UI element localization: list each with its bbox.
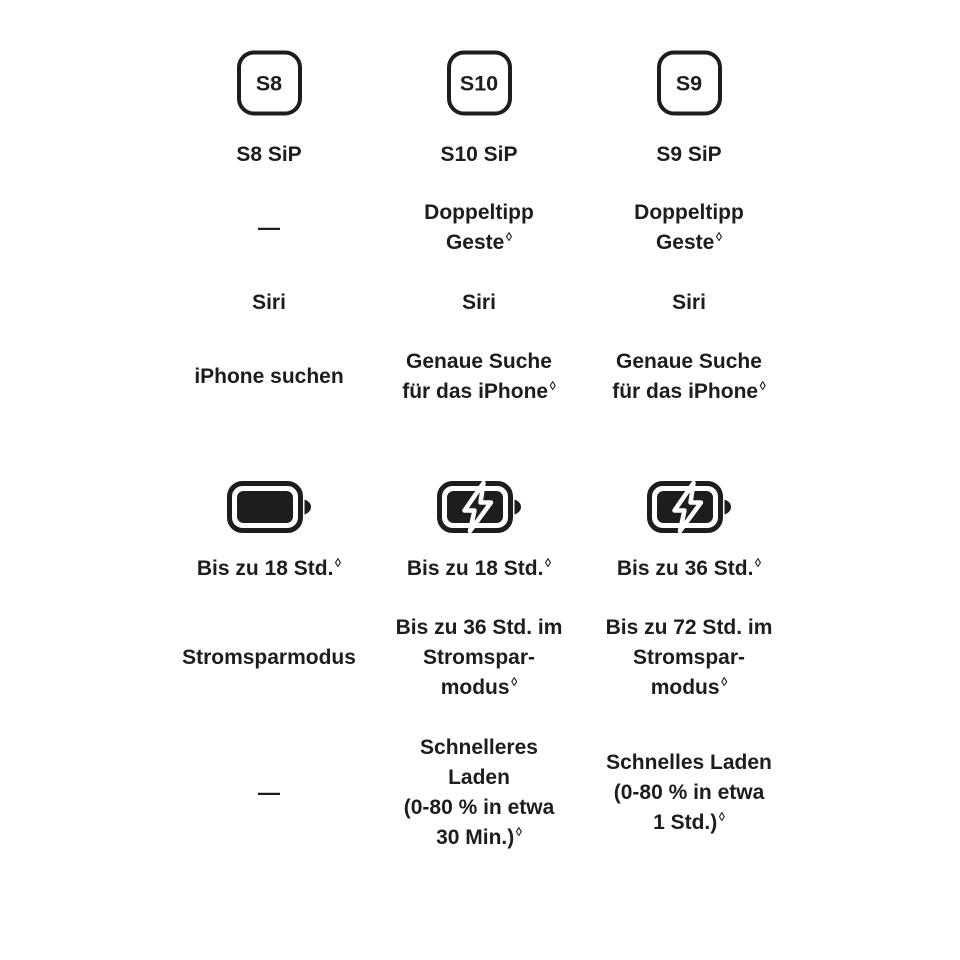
feature-line: Schnelles Laden — [606, 751, 772, 774]
chip-name-label: S8 SiP — [236, 143, 302, 166]
s8-chip-icon: S8 — [236, 50, 302, 116]
fast-charge-row: — Schnelleres Laden (0-80 % in etwa 30 M… — [164, 733, 794, 853]
cell-s8-siri: Siri — [164, 288, 374, 318]
cell-s9-finding: Genaue Suche für das iPhone◊ — [584, 347, 794, 407]
battery-full-icon — [227, 481, 311, 533]
battery-charging-icon — [437, 481, 521, 533]
cell-s8-chip-name: S8 SiP — [164, 140, 374, 170]
cell-s10-double-tap: Doppeltipp Geste◊ — [374, 198, 584, 258]
cell-s8-finding: iPhone suchen — [164, 347, 374, 407]
feature-line: 1 Std.)◊ — [653, 810, 725, 834]
footnote-diamond-link[interactable]: ◊ — [754, 556, 762, 570]
feature-line: Genaue Suche — [406, 350, 552, 373]
footnote-diamond-link[interactable]: ◊ — [544, 556, 552, 570]
feature-line: Bis zu 18 Std.◊ — [406, 556, 552, 580]
cell-s10-finding: Genaue Suche für das iPhone◊ — [374, 347, 584, 407]
cell-s10-fast-charge: Schnelleres Laden (0-80 % in etwa 30 Min… — [374, 733, 584, 853]
battery-icon-row — [164, 481, 794, 533]
chip-icon-row: S8 S10 S9 — [164, 50, 794, 116]
feature-line: Bis zu 18 Std.◊ — [196, 556, 342, 580]
cell-s9-chip-name: S9 SiP — [584, 140, 794, 170]
feature-line: Stromsparmodus — [182, 646, 356, 669]
cell-s9-battery-icon — [584, 481, 794, 533]
cell-s8-battery-life: Bis zu 18 Std.◊ — [164, 554, 374, 584]
cell-s9-chip-icon: S9 — [584, 50, 794, 116]
feature-line: iPhone suchen — [194, 365, 344, 388]
feature-line: für das iPhone◊ — [612, 379, 766, 403]
feature-line: Doppeltipp — [424, 201, 534, 224]
cell-s9-fast-charge: Schnelles Laden (0-80 % in etwa 1 Std.)◊ — [584, 733, 794, 853]
battery-life-row: Bis zu 18 Std.◊ Bis zu 18 Std.◊ Bis zu 3… — [164, 554, 794, 584]
feature-line: (0-80 % in etwa — [403, 796, 555, 819]
cell-s8-double-tap: — — [164, 198, 374, 258]
footnote-diamond-link[interactable]: ◊ — [721, 675, 728, 689]
cell-s9-siri: Siri — [584, 288, 794, 318]
cell-s10-battery-icon — [374, 481, 584, 533]
feature-line: Siri — [672, 291, 706, 314]
footnote-diamond-link[interactable]: ◊ — [511, 675, 518, 689]
cell-s10-battery-life: Bis zu 18 Std.◊ — [374, 554, 584, 584]
s9-chip-badge-label: S9 — [675, 71, 703, 95]
feature-line: Doppeltipp — [634, 201, 744, 224]
cell-s8-low-power: Stromsparmodus — [164, 613, 374, 703]
cell-s8-chip-icon: S8 — [164, 50, 374, 116]
feature-line: 30 Min.)◊ — [436, 825, 522, 849]
cell-s9-battery-life: Bis zu 36 Std.◊ — [584, 554, 794, 584]
footnote-diamond-link[interactable]: ◊ — [334, 556, 342, 570]
feature-line: Geste◊ — [655, 230, 723, 254]
cell-s8-battery-icon — [164, 481, 374, 533]
chip-name-row: S8 SiP S10 SiP S9 SiP — [164, 140, 794, 170]
cell-s10-chip-icon: S10 — [374, 50, 584, 116]
cell-s9-low-power: Bis zu 72 Std. im Stromspar- modus◊ — [584, 613, 794, 703]
chip-name-label: S10 SiP — [440, 143, 518, 166]
footnote-diamond-link[interactable]: ◊ — [759, 379, 766, 393]
feature-line: Genaue Suche — [616, 350, 762, 373]
footnote-diamond-link[interactable]: ◊ — [515, 825, 522, 839]
battery-charging-icon — [647, 481, 731, 533]
s8-chip-badge-label: S8 — [255, 71, 283, 95]
footnote-diamond-link[interactable]: ◊ — [549, 379, 556, 393]
cell-s9-double-tap: Doppeltipp Geste◊ — [584, 198, 794, 258]
cell-s10-chip-name: S10 SiP — [374, 140, 584, 170]
not-available-dash: — — [258, 215, 280, 240]
footnote-diamond-link[interactable]: ◊ — [505, 230, 513, 244]
feature-line: Schnelleres — [420, 736, 538, 759]
feature-line: Stromspar- — [422, 646, 536, 669]
feature-line: Stromspar- — [632, 646, 746, 669]
feature-line: Laden — [448, 766, 510, 789]
feature-line: für das iPhone◊ — [402, 379, 556, 403]
s10-chip-icon: S10 — [446, 50, 512, 116]
feature-line: Bis zu 72 Std. im — [605, 616, 773, 639]
feature-line: Geste◊ — [445, 230, 513, 254]
footnote-diamond-link[interactable]: ◊ — [718, 810, 725, 824]
feature-line: Bis zu 36 Std.◊ — [616, 556, 762, 580]
feature-line: (0-80 % in etwa — [613, 781, 765, 804]
cell-s10-low-power: Bis zu 36 Std. im Stromspar- modus◊ — [374, 613, 584, 703]
not-available-dash: — — [258, 780, 280, 805]
feature-line: Siri — [462, 291, 496, 314]
cell-s10-siri: Siri — [374, 288, 584, 318]
footnote-diamond-link[interactable]: ◊ — [715, 230, 723, 244]
s9-chip-icon: S9 — [656, 50, 722, 116]
cell-s8-fast-charge: — — [164, 733, 374, 853]
s10-chip-badge-label: S10 — [459, 71, 499, 95]
low-power-row: Stromsparmodus Bis zu 36 Std. im Stromsp… — [164, 613, 794, 703]
siri-row: Siri Siri Siri — [164, 288, 794, 318]
chip-name-label: S9 SiP — [656, 143, 722, 166]
feature-line: Bis zu 36 Std. im — [395, 616, 563, 639]
feature-line: modus◊ — [650, 675, 728, 699]
precision-finding-row: iPhone suchen Genaue Suche für das iPhon… — [164, 347, 794, 407]
feature-line: modus◊ — [440, 675, 518, 699]
double-tap-row: — Doppeltipp Geste◊ Doppeltipp Geste◊ — [164, 198, 794, 258]
feature-line: Siri — [252, 291, 286, 314]
